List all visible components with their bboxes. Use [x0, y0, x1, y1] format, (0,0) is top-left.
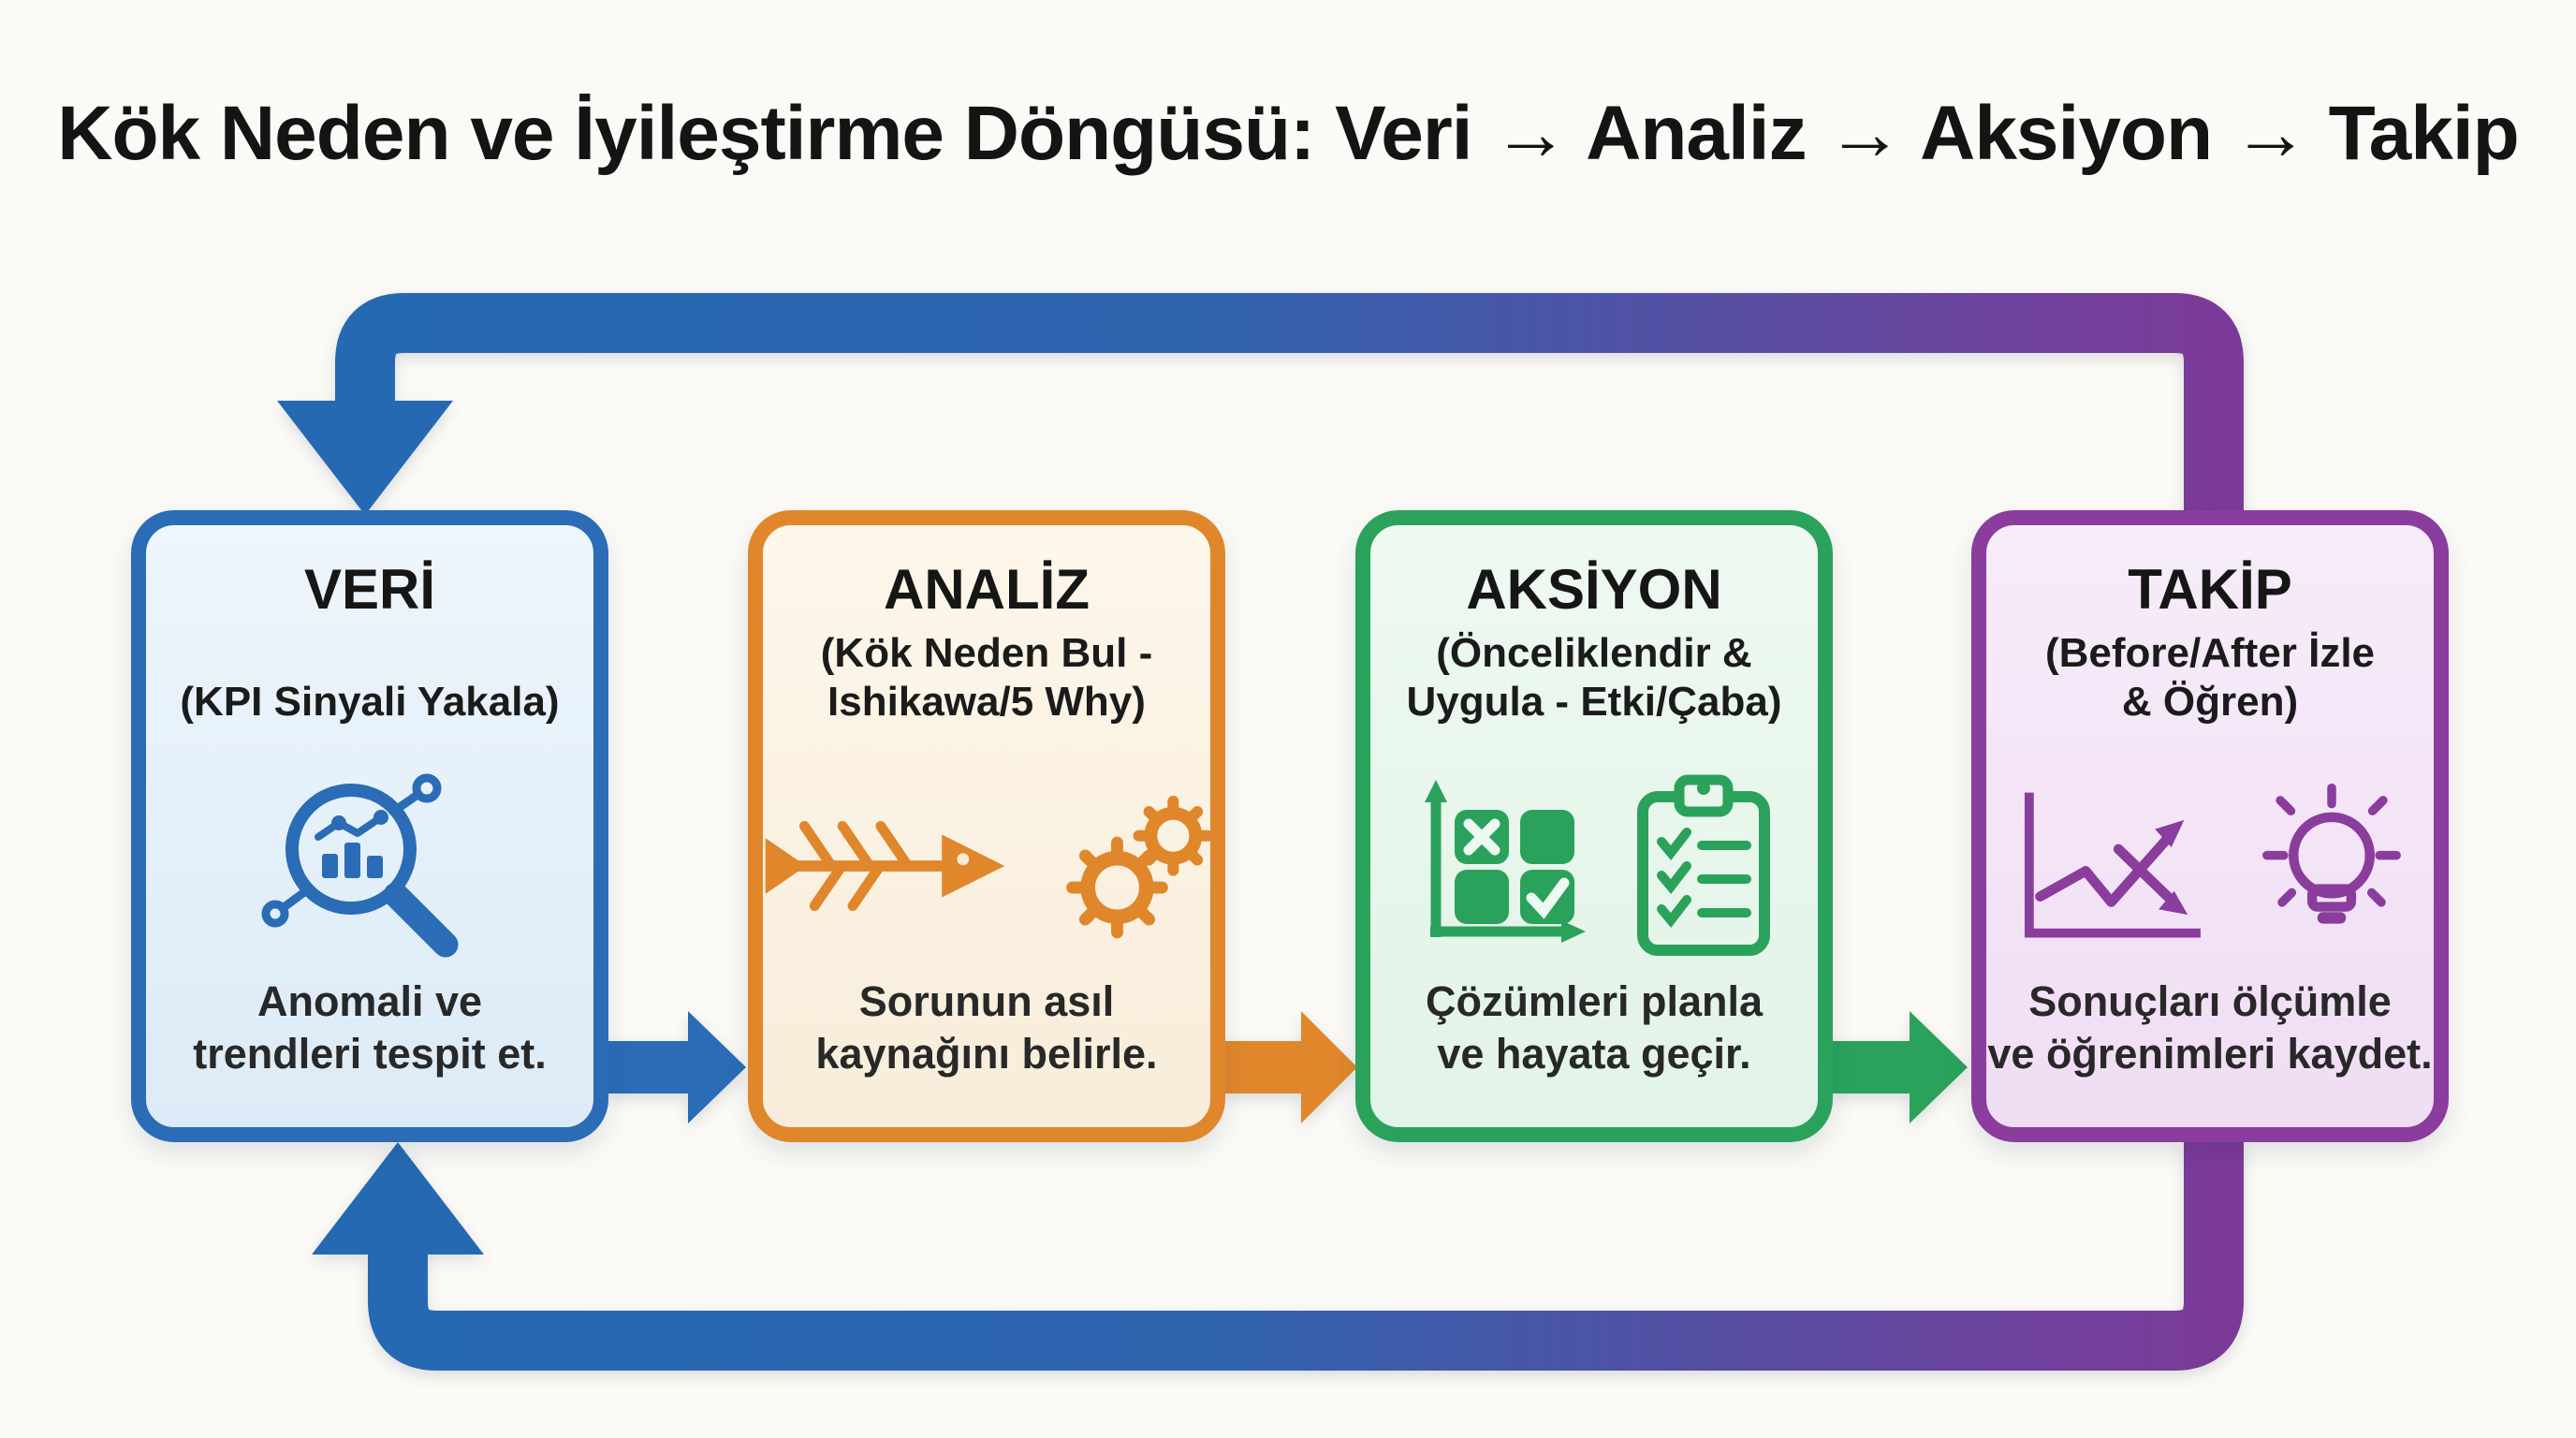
- step-description: Sonuçları ölçümle ve öğrenimleri kaydet.: [1987, 976, 2433, 1078]
- bottom-loop-arrow: [312, 1140, 2244, 1371]
- step-subtitle: (Kök Neden Bul - Ishikawa/5 Why): [820, 630, 1153, 725]
- top-loop-arrow: [277, 293, 2244, 515]
- step-subtitle: (Before/After İzle & Öğren): [2044, 630, 2376, 725]
- top-loop-arrowhead-icon: [277, 401, 453, 515]
- step-title: TAKİP: [2128, 558, 2292, 621]
- arrow-analiz-to-aksiyon-icon: [1222, 1011, 1357, 1123]
- step-subtitle: (KPI Sinyali Yakala): [180, 678, 560, 725]
- step-icon-row: [253, 757, 487, 976]
- step-card-veri: VERİ (KPI Sinyali Yakala): [131, 510, 608, 1142]
- step-icon-row: [1410, 757, 1778, 976]
- step-description: Çözümleri planla ve hayata geçir.: [1425, 976, 1764, 1078]
- fishbone-icon: [765, 821, 1004, 912]
- step-subtitle: (Önceliklendir & Uygula - Etki/Çaba): [1406, 630, 1782, 725]
- step-icon-row: [754, 757, 1221, 976]
- arrow-veri-to-analiz-icon: [605, 1011, 746, 1123]
- gears-icon: [1065, 796, 1213, 939]
- step-card-aksiyon: AKSİYON (Önceliklendir & Uygula - Etki/Ç…: [1355, 510, 1833, 1142]
- page-title: Kök Neden ve İyileştirme Döngüsü: Veri →…: [57, 91, 2520, 176]
- step-description: Anomali ve trendleri tespit et.: [193, 976, 547, 1078]
- lightbulb-icon: [2261, 784, 2401, 924]
- priority-matrix-icon: [1425, 780, 1586, 944]
- step-icon-row: [2005, 757, 2416, 976]
- step-title: AKSİYON: [1466, 558, 1722, 621]
- step-description: Sorunun asıl kaynağını belirle.: [815, 976, 1158, 1078]
- step-card-analiz: ANALİZ (Kök Neden Bul - Ishikawa/5 Why): [748, 510, 1225, 1142]
- arrow-aksiyon-to-takip-icon: [1830, 1011, 1968, 1123]
- step-card-takip: TAKİP (Before/After İzle & Öğren): [1971, 510, 2449, 1142]
- step-title: VERİ: [303, 558, 436, 621]
- step-title: ANALİZ: [884, 558, 1090, 621]
- trend-chart-icon: [2024, 792, 2201, 938]
- bottom-loop-arrowhead-icon: [312, 1142, 484, 1255]
- checklist-clipboard-icon: [1637, 774, 1770, 956]
- magnifier-chart-icon: [261, 773, 459, 958]
